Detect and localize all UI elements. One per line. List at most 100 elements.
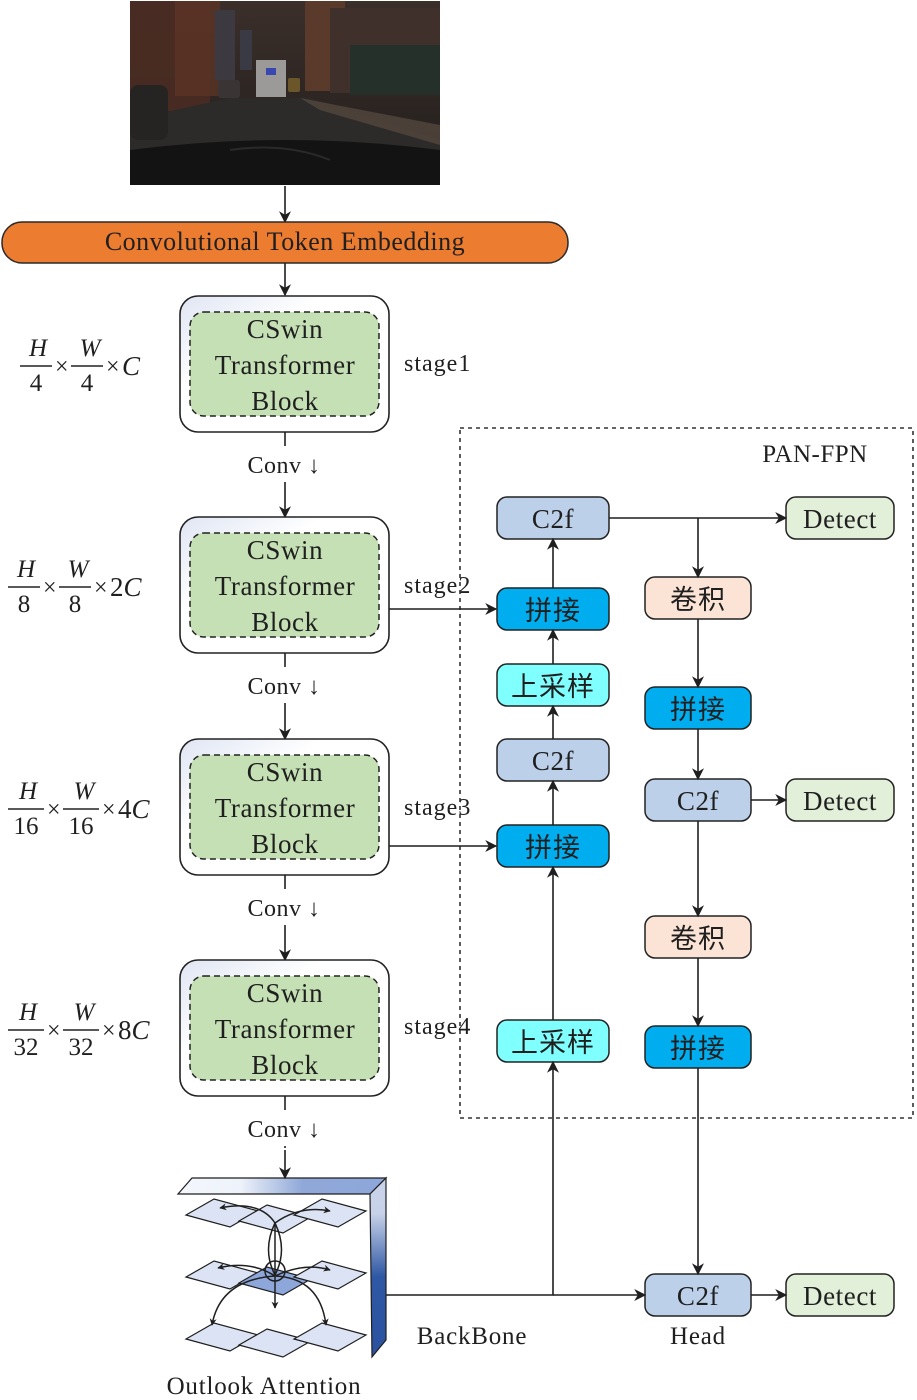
neck-right-conv-1: 卷积 [644, 576, 752, 620]
detect-label: Detect [803, 786, 877, 816]
svg-text:W: W [80, 335, 103, 362]
concat-label: 拼接 [670, 1034, 726, 1065]
cswin-block-text: Transformer [215, 1014, 356, 1044]
outlook-attention-label: Outlook Attention [167, 1373, 362, 1400]
outlook-side-bar [369, 1176, 387, 1359]
svg-text:×: × [55, 354, 69, 380]
upsample-label: 上采样 [511, 1028, 595, 1059]
concat-label: 拼接 [670, 695, 726, 726]
svg-text:H: H [28, 335, 49, 362]
pan-fpn-title: PAN-FPN [762, 441, 867, 468]
cswin-block-text: CSwin [247, 314, 324, 344]
stage-label: stage3 [404, 795, 471, 821]
cswin-stage-3: CSwinTransformerBlockstage3H16×W16×4CCon… [8, 738, 471, 962]
stage-label: stage4 [404, 1014, 471, 1040]
svg-text:H: H [16, 556, 37, 583]
head-label: Head [670, 1323, 726, 1350]
svg-text:16: 16 [69, 813, 94, 840]
stage-label: stage1 [404, 351, 471, 377]
cswin-block-text: Block [251, 1050, 319, 1080]
outlook-top-bar [176, 1177, 388, 1195]
convolutional-token-embedding: Convolutional Token Embedding [1, 221, 569, 264]
connections [386, 512, 788, 1301]
svg-text:4C: 4C [118, 794, 151, 824]
cswin-stage-4: CSwinTransformerBlockstage4H32×W32×8CCon… [8, 959, 471, 1148]
cswin-block-text: Transformer [215, 793, 356, 823]
cswin-block-text: CSwin [247, 978, 324, 1008]
c2f-label: C2f [677, 786, 719, 816]
conv-label: 卷积 [670, 585, 726, 616]
stage-label: stage2 [404, 573, 471, 599]
cswin-block-text: Block [251, 386, 319, 416]
cswin-stage-2: CSwinTransformerBlockstage2H8×W8×2CConv … [8, 516, 471, 741]
conv-label: Conv ↓ [247, 1117, 320, 1143]
head-c2f-node: C2f [644, 1273, 752, 1317]
svg-text:W: W [74, 999, 97, 1026]
outlook-tile [292, 1322, 368, 1352]
svg-text:×: × [102, 797, 116, 823]
svg-text:×: × [106, 354, 120, 380]
stage-dimension: H16×W16×4C [8, 778, 151, 840]
neck-right-concat-2: 拼接 [644, 686, 752, 730]
outlook-tile [292, 1260, 368, 1290]
stage-dimension: H32×W32×8C [8, 999, 151, 1061]
detect-node-1: Detect [785, 496, 895, 540]
conv-label: 卷积 [670, 924, 726, 955]
cswin-block [189, 311, 380, 417]
svg-text:H: H [18, 999, 39, 1026]
cswin-block-text: Block [251, 829, 319, 859]
svg-text:8: 8 [18, 591, 31, 618]
cswin-block-text: Transformer [215, 350, 356, 380]
neck-left-concat-2: 拼接 [496, 587, 610, 631]
backbone-label: BackBone [417, 1323, 528, 1350]
svg-text:W: W [74, 778, 97, 805]
neck-right-c2f-3: C2f [644, 778, 752, 822]
svg-text:8: 8 [69, 591, 82, 618]
detect-label: Detect [803, 1281, 877, 1311]
svg-text:×: × [94, 575, 108, 601]
svg-text:W: W [68, 556, 91, 583]
neck-left-upsample-3: 上采样 [496, 663, 610, 707]
svg-text:4: 4 [81, 370, 94, 397]
outlook-attention-arrows [209, 1203, 331, 1326]
detect-node-2: Detect [785, 778, 895, 822]
cswin-block-text: Block [251, 607, 319, 637]
neck-left-concat-5: 拼接 [496, 824, 610, 868]
svg-text:×: × [102, 1018, 116, 1044]
svg-text:×: × [47, 1018, 61, 1044]
input-image [130, 1, 440, 185]
stage-dimension: H8×W8×2C [8, 556, 143, 618]
outlook-attention: Outlook Attention [167, 1176, 388, 1400]
neck-left-c2f-1: C2f [496, 496, 610, 540]
cswin-block-text: CSwin [247, 535, 324, 565]
svg-text:H: H [18, 778, 39, 805]
outlook-tile [292, 1198, 368, 1228]
concat-label: 拼接 [525, 833, 581, 864]
svg-text:8C: 8C [118, 1015, 151, 1045]
conv-label: Conv ↓ [247, 674, 320, 700]
neck-head-nodes: C2f拼接上采样C2f拼接上采样卷积拼接C2f卷积拼接DetectDetectC… [496, 496, 895, 1317]
cswin-block [189, 975, 380, 1081]
stage-dimension: H4×W4×C [20, 335, 141, 397]
svg-text:C: C [122, 351, 141, 381]
svg-text:×: × [47, 797, 61, 823]
concat-label: 拼接 [525, 596, 581, 627]
svg-text:2C: 2C [110, 572, 143, 602]
outlook-tiles [184, 1198, 368, 1358]
svg-text:4: 4 [30, 370, 43, 397]
arrow-backbone-to-upsample [386, 1060, 559, 1296]
neck-right-conv-4: 卷积 [644, 915, 752, 959]
neck-left-c2f-4: C2f [496, 738, 610, 782]
cswin-block-text: CSwin [247, 757, 324, 787]
cswin-block-text: Transformer [215, 571, 356, 601]
svg-text:×: × [43, 575, 57, 601]
neck-right-concat-5: 拼接 [644, 1025, 752, 1069]
c2f-label: C2f [532, 504, 574, 534]
neck-left-upsample-6: 上采样 [496, 1019, 610, 1063]
conv-label: Conv ↓ [247, 896, 320, 922]
svg-text:32: 32 [69, 1034, 94, 1061]
embedding-label: Convolutional Token Embedding [105, 227, 465, 256]
